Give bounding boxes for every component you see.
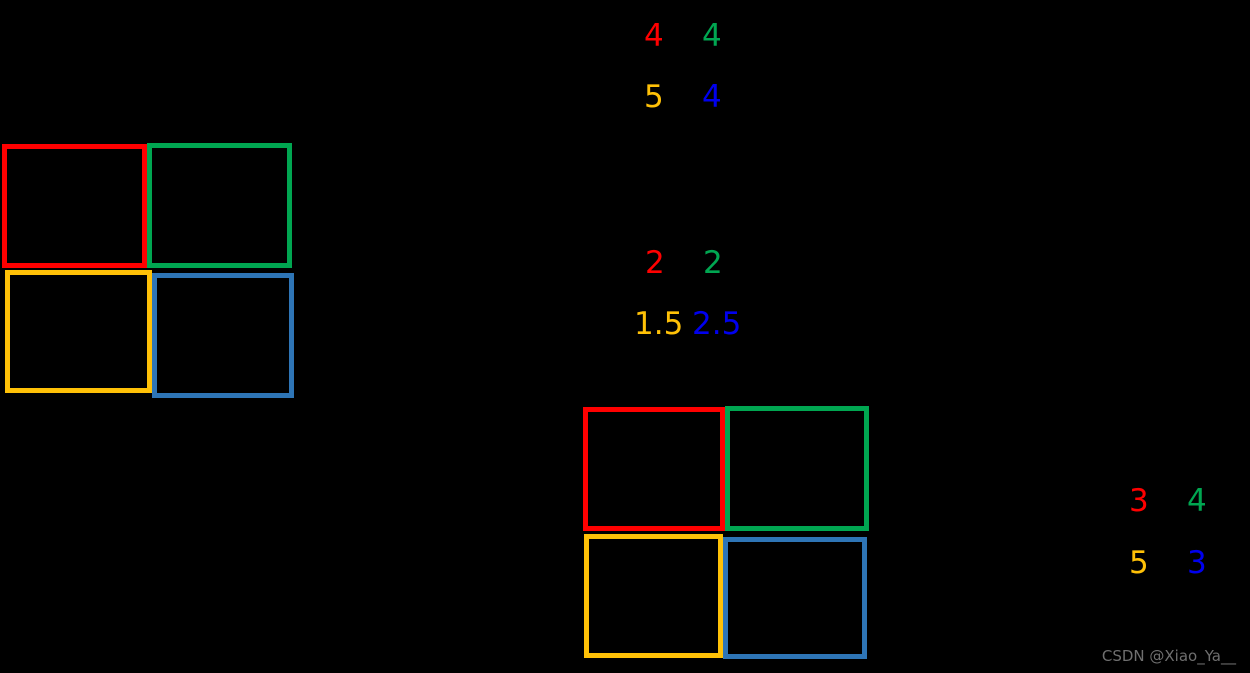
grid1-cell-orange: [5, 270, 152, 393]
grid2-cell-blue: [723, 537, 867, 659]
top-number-top-left: 4: [644, 18, 664, 54]
grid1-cell-blue: [152, 273, 294, 398]
top-number-top-right: 4: [702, 18, 722, 54]
grid2-cell-red: [583, 407, 725, 531]
grid1-cell-green: [147, 143, 292, 268]
right-number-top-right: 4: [1187, 483, 1207, 519]
grid1-cell-red: [2, 144, 147, 268]
csdn-watermark: CSDN @Xiao_Ya__: [1101, 647, 1236, 665]
middle-number-bottom-left: 1.5: [634, 306, 684, 342]
right-number-bottom-right: 3: [1187, 545, 1207, 581]
grid2-cell-green: [725, 406, 869, 531]
right-number-bottom-left: 5: [1129, 545, 1149, 581]
grid2-cell-orange: [584, 534, 723, 658]
middle-number-bottom-right: 2.5: [692, 306, 742, 342]
right-number-top-left: 3: [1129, 483, 1149, 519]
middle-number-top-right: 2: [703, 245, 723, 281]
top-number-bottom-right: 4: [702, 79, 722, 115]
middle-number-top-left: 2: [645, 245, 665, 281]
top-number-bottom-left: 5: [644, 79, 664, 115]
